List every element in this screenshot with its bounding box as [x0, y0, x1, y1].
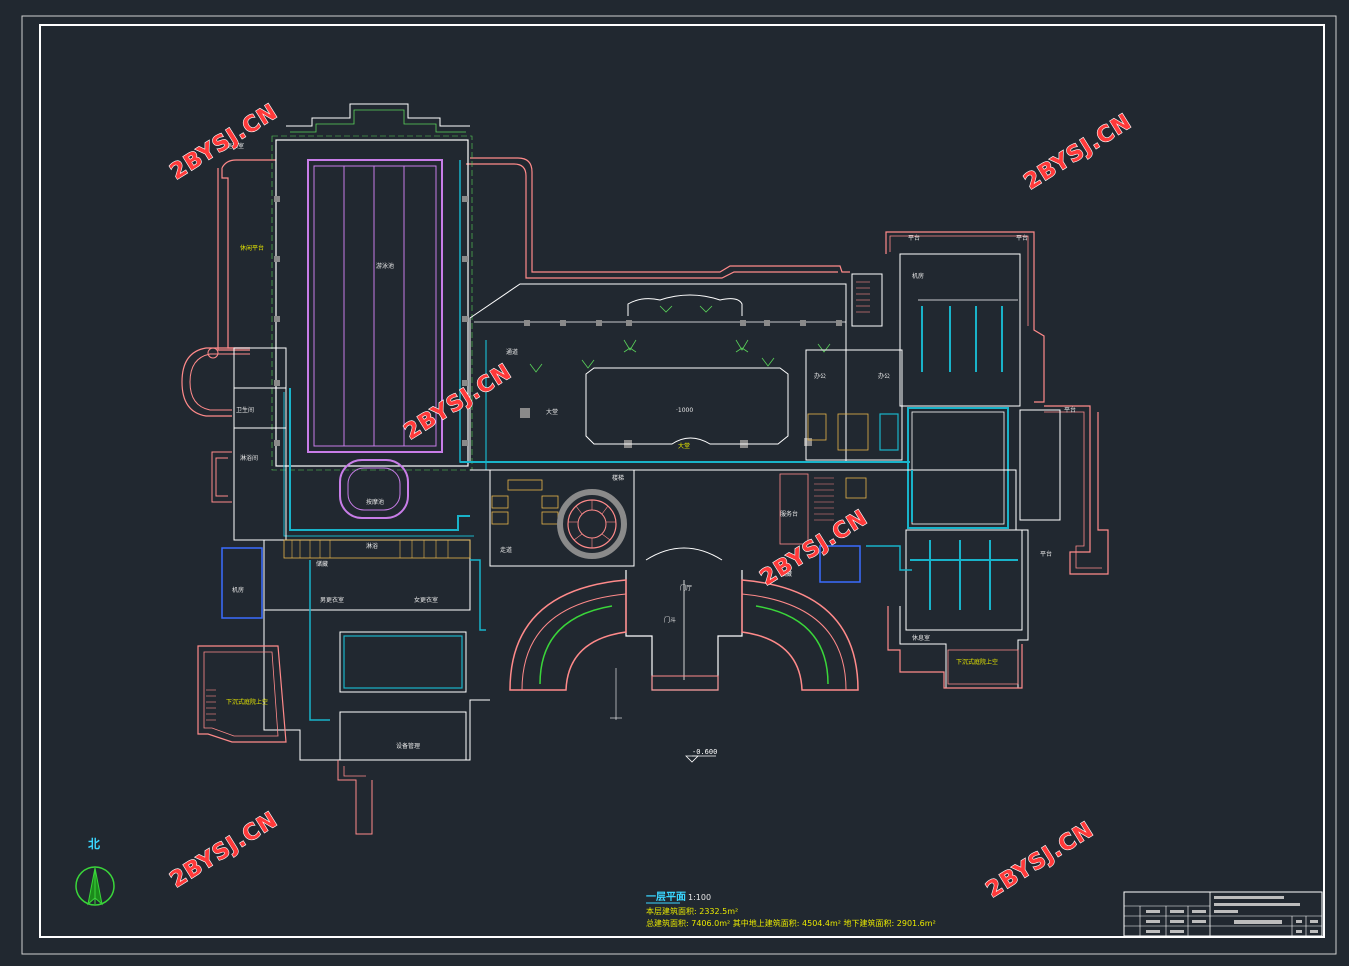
svg-text:平台: 平台 [1016, 234, 1028, 242]
left-ramp [509, 579, 627, 691]
svg-text:淋浴: 淋浴 [366, 542, 378, 550]
svg-text:休闲平台: 休闲平台 [240, 244, 264, 252]
svg-text:走道: 走道 [500, 546, 512, 554]
lobby-oval [585, 367, 789, 445]
svg-text:通道: 通道 [506, 348, 518, 356]
watermark-1: 2BYSJ.CN [166, 99, 282, 185]
svg-text:办公: 办公 [814, 372, 826, 380]
sunken-court-right-label: 下沉式庭院上空 [956, 658, 998, 666]
legend-floor-area: 本层建筑面积: 2332.5m² [646, 906, 738, 916]
svg-text:储藏: 储藏 [316, 560, 328, 568]
watermark-3: 2BYSJ.CN [400, 359, 516, 445]
svg-text:设备管理: 设备管理 [396, 742, 420, 750]
watermark-4: 2BYSJ.CN [756, 505, 872, 591]
svg-text:门斗: 门斗 [664, 616, 676, 624]
svg-text:淋浴间: 淋浴间 [240, 454, 258, 462]
central-lobby: ·1000 大堂 [460, 283, 910, 471]
north-arrow: 北 [75, 836, 115, 906]
title-block [1123, 891, 1323, 937]
svg-text:女更衣室: 女更衣室 [414, 596, 438, 604]
jacuzzi-outline [339, 459, 409, 519]
svg-text:男更衣室: 男更衣室 [320, 596, 344, 604]
svg-text:办公: 办公 [878, 372, 890, 380]
sunken-court-left-label: 下沉式庭院上空 [226, 698, 268, 706]
legend-scale: 1:100 [688, 893, 711, 902]
elevation-mark: -0.600 [692, 748, 717, 756]
svg-text:门厅: 门厅 [680, 584, 692, 592]
svg-text:楼梯: 楼梯 [612, 474, 624, 482]
jacuzzi-label: 按摩池 [366, 498, 384, 506]
watermarks: 2BYSJ.CN 2BYSJ.CN 2BYSJ.CN 2BYSJ.CN 2BYS… [165, 99, 1137, 904]
right-wing: 下沉式庭院上空 [740, 231, 1109, 689]
pool-label: 游泳池 [376, 262, 394, 270]
sheet-outer-border [21, 15, 1337, 955]
svg-text:平台: 平台 [908, 234, 920, 242]
svg-text:平台: 平台 [1040, 550, 1052, 558]
svg-text:大堂: 大堂 [546, 408, 558, 416]
drawing-legend: 一层平面 1:100 本层建筑面积: 2332.5m² 总建筑面积: 7406.… [646, 891, 936, 928]
svg-text:储藏: 储藏 [780, 570, 792, 578]
spiral-stair [557, 489, 627, 559]
left-wing: 游泳池 按摩池 休闲平台 [181, 103, 850, 541]
lower-left-block: 下沉式庭院上空 [197, 539, 490, 835]
svg-text:更衣室: 更衣室 [226, 142, 244, 150]
pool-outline [307, 159, 443, 453]
north-label: 北 [88, 836, 100, 851]
sheet-inner-border [39, 24, 1325, 938]
watermark-2: 2BYSJ.CN [1020, 109, 1136, 195]
svg-text:机房: 机房 [912, 272, 924, 280]
svg-text:机房: 机房 [232, 586, 244, 594]
watermark-6: 2BYSJ.CN [982, 817, 1098, 903]
annotation-labels: 更衣室 卫生间 淋浴间 机房 男更衣室 女更衣室 淋浴 储藏 设备管理 走道 楼… [226, 142, 1076, 750]
lobby-label: 大堂 [678, 442, 690, 450]
svg-text:服务台: 服务台 [780, 510, 798, 518]
svg-text:·1000: ·1000 [676, 407, 693, 414]
svg-text:卫生间: 卫生间 [236, 406, 254, 414]
compass-icon [75, 866, 115, 906]
center-lower-block: -0.600 [489, 469, 859, 763]
legend-title: 一层平面 [646, 891, 686, 903]
legend-total-area: 总建筑面积: 7406.0m² 其中地上建筑面积: 4504.4m² 地下建筑面… [646, 918, 936, 928]
right-ramp [741, 579, 859, 691]
watermark-5: 2BYSJ.CN [166, 807, 282, 893]
svg-text:平台: 平台 [1064, 406, 1076, 414]
svg-text:休息室: 休息室 [912, 634, 930, 642]
